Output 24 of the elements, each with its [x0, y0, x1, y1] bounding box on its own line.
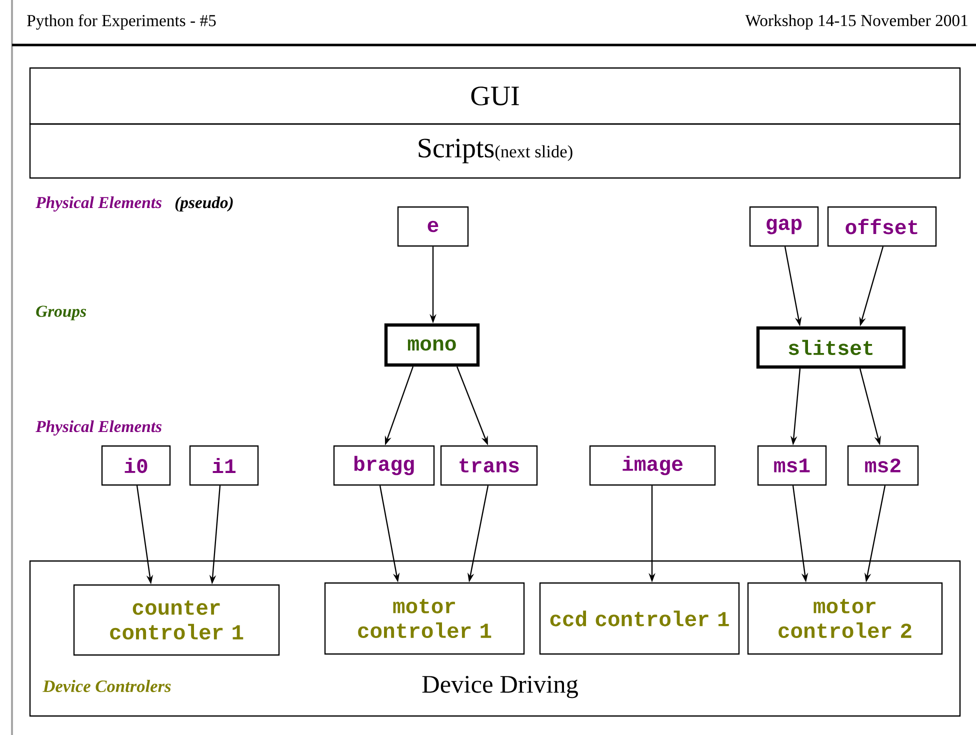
layer-box: Scripts(next slide) — [29, 123, 961, 179]
controller-box: motor controler 2 — [747, 582, 943, 655]
section-label: Groups — [36, 306, 86, 320]
header-text: Workshop 14-15 November 2001 — [745, 14, 968, 30]
element-box: i1 — [189, 445, 259, 486]
element-box: ms2 — [847, 445, 919, 486]
group-box: mono — [384, 323, 480, 367]
element-box: trans — [440, 445, 538, 486]
element-box: offset — [827, 206, 937, 247]
element-box: e — [397, 206, 469, 247]
controller-box: motor controler 1 — [324, 582, 525, 655]
element-box: image — [589, 445, 716, 486]
section-label: Physical Elements — [36, 420, 162, 436]
layer-box: GUI — [29, 67, 961, 125]
section-label: Physical Elements — [36, 196, 162, 212]
header-text: Python for Experiments - #5 — [27, 14, 216, 30]
element-box: ms1 — [757, 445, 827, 486]
controller-box: ccd controler 1 — [539, 582, 740, 655]
element-box: bragg — [333, 445, 435, 486]
element-box: i0 — [101, 445, 171, 486]
element-box: gap — [749, 206, 819, 247]
section-label: (pseudo) — [175, 196, 233, 212]
controller-box: counter controler 1 — [73, 584, 280, 656]
group-box: slitset — [756, 326, 906, 369]
